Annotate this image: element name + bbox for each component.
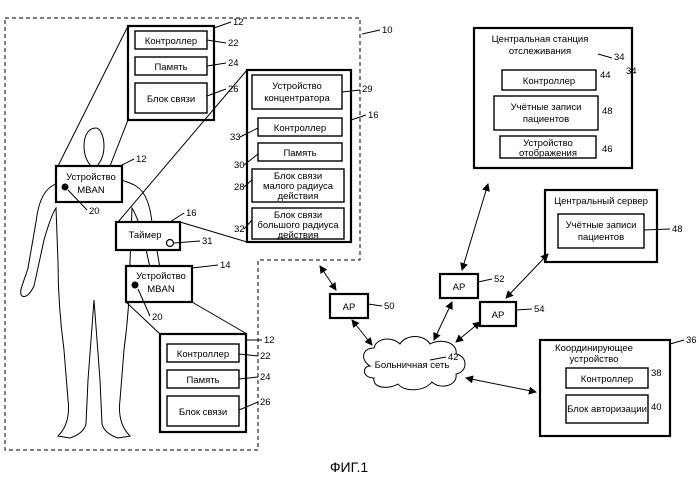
ref-controller: 22	[228, 38, 239, 49]
ref-hub: 16	[368, 110, 379, 121]
sensor-bottom-memory-label: Память	[186, 375, 219, 386]
ap3-label: AP	[492, 310, 505, 321]
ref-ap2: 52	[494, 274, 505, 285]
ref-coordinator: 36	[686, 335, 697, 346]
ref-hub-memory: 30	[234, 160, 245, 171]
ref-hub-device: 29	[362, 84, 373, 95]
mban-lower-line2: MBAN	[147, 284, 175, 295]
ref-long-range: 32	[234, 224, 245, 235]
ref-mban-device-body: 12	[136, 154, 147, 165]
mban-upper-dot	[62, 184, 69, 191]
station-title-line2: отслеживания	[509, 46, 571, 57]
station-records-line2: пациентов	[523, 114, 569, 125]
coordinator-auth-label: Блок авторизации	[567, 404, 647, 415]
coordinator-controller-label: Контроллер	[581, 374, 633, 385]
ref-hub-controller: 33	[230, 132, 241, 143]
ref-sensor-top: 12	[233, 17, 244, 28]
hub-controller-label: Контроллер	[274, 123, 326, 134]
mban-lower-line1: Устройство	[136, 271, 186, 282]
link-network-coordinator	[466, 378, 536, 392]
ref-mban-lower: 14	[220, 260, 231, 271]
link-server-ap3	[506, 254, 548, 298]
ref-sensor-bottom: 12	[264, 335, 275, 346]
ap1-label: AP	[343, 302, 356, 313]
link-station-ap2	[462, 184, 488, 270]
ref-station-display: 46	[602, 144, 613, 155]
ref-coord-auth: 40	[651, 402, 662, 413]
ref-ap1: 50	[384, 301, 395, 312]
ap2-label: AP	[453, 282, 466, 293]
ref-network: 42	[448, 352, 459, 363]
server-title: Центральный сервер	[554, 196, 648, 207]
ref-station: 34	[614, 52, 625, 63]
sensor-top-comm-label: Блок связи	[147, 94, 195, 105]
ref-controller-b: 22	[260, 351, 271, 362]
link-ap2-network	[434, 302, 452, 340]
ref-server-records: 48	[672, 224, 683, 235]
ref-station-controller: 44	[600, 70, 611, 81]
sensor-bottom-controller-label: Контроллер	[177, 349, 229, 360]
mban-upper-line2: MBAN	[77, 185, 105, 196]
ref-timer: 16	[186, 208, 197, 219]
ref-mban-dot: 20	[89, 206, 100, 217]
link-ap1-network	[352, 320, 372, 345]
timer-label: Таймер	[128, 230, 161, 241]
ref-coord-controller: 38	[651, 368, 662, 379]
coordinator-title-line2: устройство	[570, 354, 619, 365]
mban-upper-line1: Устройство	[66, 172, 116, 183]
ref-system: 10	[382, 25, 393, 36]
station-title-line1: Центральная станция	[492, 34, 589, 45]
ref-station-controller-outer: 34	[626, 66, 637, 77]
mban-lower-dot	[132, 282, 139, 289]
ref-timer-indicator: 31	[202, 236, 213, 247]
network-label: Больничная сеть	[375, 360, 450, 371]
station-controller-label: Контроллер	[523, 76, 575, 87]
sensor-bottom-comm-label: Блок связи	[179, 407, 227, 418]
ref-memory: 24	[228, 58, 239, 69]
station-display-line2: отображения	[519, 148, 577, 159]
ref-mban-dot-lower: 20	[152, 312, 163, 323]
hub-title-line1: Устройство	[272, 81, 322, 92]
server-records-line1: Учётные записи	[566, 220, 637, 231]
figure-caption: ФИГ.1	[330, 459, 368, 475]
server-records-line2: пациентов	[578, 232, 624, 243]
hub-memory-label: Память	[283, 148, 316, 159]
ref-comm-b: 26	[260, 397, 271, 408]
ref-short-range: 28	[234, 182, 245, 193]
ref-memory-b: 24	[260, 372, 271, 383]
link-hub-ap1	[320, 266, 336, 290]
station-records-line1: Учётные записи	[511, 102, 582, 113]
hub-title-line2: концентратора	[264, 93, 330, 104]
coordinator-title-line1: Координирующее	[555, 343, 633, 354]
sensor-top-memory-label: Память	[154, 62, 187, 73]
ref-ap3: 54	[534, 304, 545, 315]
sensor-top-controller-label: Контроллер	[145, 36, 197, 47]
hub-long-line3: действия	[278, 230, 319, 241]
link-ap3-network	[456, 322, 480, 342]
timer-indicator	[167, 240, 174, 247]
ref-station-records: 48	[602, 106, 613, 117]
hub-short-line3: действия	[278, 191, 319, 202]
